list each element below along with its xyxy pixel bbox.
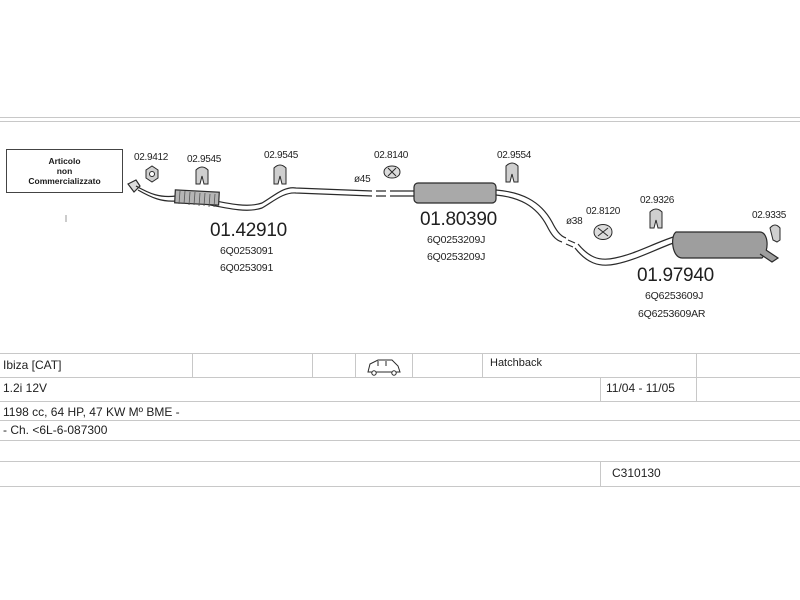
table-line-3 [0,401,800,402]
table-vline-5 [482,353,483,377]
rubber-hanger-icon-3 [505,162,519,183]
notice-line-2: non [56,166,73,176]
front-pipe-lower [137,189,373,211]
front-pipe [135,185,373,206]
clamp-icon-1 [383,165,401,179]
part-label-02-8140: 02.8140 [374,150,409,161]
part-label-02-9554: 02.9554 [497,150,532,161]
top-border-line-2 [0,121,800,122]
table-line-4 [0,420,800,421]
middle-assembly-number: 01.80390 [420,209,497,230]
chassis-cell: - Ch. <6L-6-087300 [3,423,108,437]
rubber-hanger-icon-1 [195,166,209,185]
part-label-02-9326: 02.9326 [640,195,675,206]
part-label-02-9545-b: 02.9545 [264,150,299,161]
top-border-line [0,117,800,118]
gap-38-marker [565,239,576,248]
hatchback-car-icon [367,359,401,376]
middle-oem-1: 6Q0253209J [427,234,486,246]
production-period-cell: 11/04 - 11/05 [606,381,675,395]
table-vline-9 [600,461,601,486]
body-type-cell: Hatchback [490,357,542,369]
rear-silencer [672,231,768,259]
rear-oem-1: 6Q6253609J [645,290,704,302]
rubber-hanger-icon-2 [273,164,287,185]
table-vline-1 [192,353,193,377]
table-line-6 [0,461,800,462]
part-label-02-9545-a: 02.9545 [187,154,222,165]
middle-oem-2: 6Q0253209J [427,251,486,263]
diameter-label-38: ø38 [566,216,583,227]
table-line-2 [0,377,800,378]
front-oem-2: 6Q0253091 [220,262,274,274]
table-line-1 [0,353,800,354]
gap-45-marker [376,190,386,197]
table-vline-8 [696,377,697,401]
table-line-7 [0,486,800,487]
flex-section [174,189,220,206]
table-vline-6 [696,353,697,377]
clamp-icon-2 [593,224,613,240]
table-vline-2 [312,353,313,377]
table-vline-3 [355,353,356,377]
table-vline-7 [600,377,601,401]
rubber-hanger-icon-4 [649,208,663,229]
engine-cell: 1.2i 12V [3,381,48,395]
table-line-5 [0,440,800,441]
middle-inlet-pipe [390,190,415,197]
catalog-code-cell: C310130 [612,466,661,480]
front-assembly-number: 01.42910 [210,220,287,241]
rear-inlet-pipe [574,235,677,266]
part-label-02-9335: 02.9335 [752,210,787,221]
part-label-02-9412: 02.9412 [134,152,169,163]
part-label-02-8120: 02.8120 [586,206,621,217]
model-cell: Ibiza [CAT] [3,358,62,372]
notice-line-3: Commercializzato [28,176,101,186]
front-oem-1: 6Q0253091 [220,245,274,257]
table-vline-4 [412,353,413,377]
rear-oem-2: 6Q6253609AR [638,308,706,320]
middle-silencer [413,182,497,204]
notice-line-1: Articolo [48,156,81,166]
rear-assembly-number: 01.97940 [637,265,714,286]
not-commercialized-notice: Articolo non Commercializzato [6,149,123,193]
front-flange-icon [127,179,141,193]
rear-tailpipe [759,249,780,263]
rubber-hanger-icon-5 [769,224,781,243]
engine-spec-cell: 1198 cc, 64 HP, 47 KW Mº BME - [3,405,180,419]
diameter-label-45: ø45 [354,174,371,185]
middle-outlet-pipe [495,189,567,243]
